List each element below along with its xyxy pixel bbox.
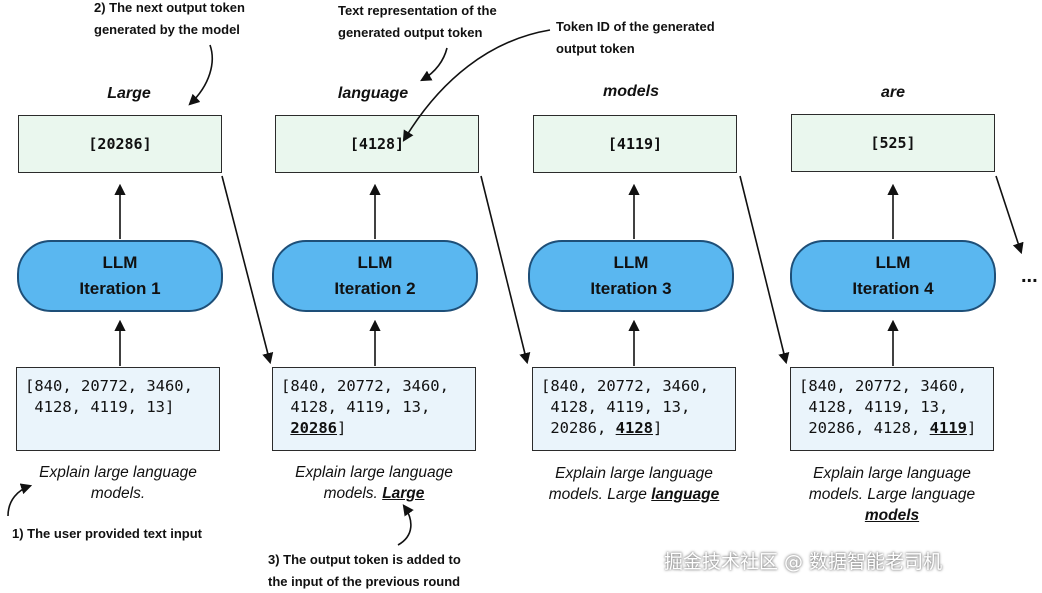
input-text-caption-1: Explain large language models.	[3, 462, 233, 504]
llm-iteration-1: LLM Iteration 1	[17, 240, 223, 312]
llm-label-3: LLM	[613, 253, 649, 272]
output-word-2: language	[337, 85, 409, 102]
watermark: 掘金技术社区 @ 数据智能老司机	[664, 551, 943, 573]
output-token-box-2: [4128]	[275, 115, 479, 173]
input-tokens-box-4: [840, 20772, 3460, 4128, 4119, 13, 20286…	[790, 367, 994, 451]
caption-4-new-word: models	[864, 507, 920, 524]
annotation-next-token: 2) The next output token generated by th…	[94, 0, 245, 41]
arrow-annotation-next-token	[188, 44, 213, 106]
input-tokens-1-line2: 4128, 4119, 13]	[25, 398, 175, 416]
llm-iteration-3: LLM Iteration 3	[528, 240, 734, 312]
input-tokens-4-line2: 4128, 4119, 13,	[799, 398, 949, 416]
input-tokens-2-line1: [840, 20772, 3460,	[281, 377, 449, 395]
input-tokens-4-line3-suffix: ]	[966, 419, 977, 437]
arrow-annotation-token-added	[397, 504, 414, 546]
annotation-token-added: 3) The output token is added to the inpu…	[268, 549, 461, 593]
input-text-caption-4: Explain large language models. Large lan…	[777, 463, 1007, 526]
input-tokens-2-line3-suffix: ]	[337, 419, 347, 437]
input-tokens-3-line3-suffix: ]	[652, 419, 663, 437]
llm-iteration-label-2: Iteration 2	[334, 279, 416, 298]
annotation-token-added-line1: 3) The output token is added to	[268, 552, 461, 567]
output-word-4: are	[880, 84, 906, 101]
input-tokens-2-new-token: 20286	[290, 419, 338, 437]
caption-4-line2: models. Large language	[808, 486, 976, 503]
annotation-next-token-line1: 2) The next output token	[94, 0, 245, 15]
annotation-text-rep-line2: generated output token	[338, 25, 483, 40]
input-tokens-2-line2: 4128, 4119, 13,	[281, 398, 431, 416]
annotation-user-input: 1) The user provided text input	[12, 526, 202, 541]
llm-label-1: LLM	[102, 253, 138, 272]
caption-2-new-word: Large	[382, 485, 425, 502]
caption-3-new-word: language	[651, 486, 720, 503]
arrow-feedback-3	[739, 175, 790, 365]
input-tokens-box-1: [840, 20772, 3460, 4128, 4119, 13]	[16, 367, 220, 451]
input-tokens-4-new-token: 4119	[929, 419, 967, 437]
arrow-annotation-token-id	[402, 29, 551, 142]
annotation-token-id-line2: output token	[556, 41, 635, 56]
annotation-token-added-line2: the input of the previous round	[268, 574, 461, 589]
caption-3-line2-prefix: models. Large	[548, 486, 652, 503]
input-tokens-box-2: [840, 20772, 3460, 4128, 4119, 13, 20286…	[272, 367, 476, 451]
continuation-ellipsis: ...	[1021, 265, 1038, 287]
arrow-annotation-text-rep	[420, 47, 448, 82]
caption-2-line1: Explain large language	[295, 464, 453, 481]
caption-4-line1: Explain large language	[813, 465, 971, 482]
arrow-feedback-2	[480, 175, 531, 365]
llm-iteration-4: LLM Iteration 4	[790, 240, 996, 312]
arrow-annotation-user-input	[7, 483, 33, 517]
annotation-next-token-line2: generated by the model	[94, 22, 240, 37]
arrow-feedback-4	[995, 175, 1024, 255]
input-tokens-4-line1: [840, 20772, 3460,	[799, 377, 967, 395]
caption-2-line2-prefix: models.	[323, 485, 383, 502]
caption-1-line1: Explain large language	[39, 464, 197, 481]
output-token-box-1: [20286]	[18, 115, 222, 173]
arrow-feedback-1	[221, 175, 274, 365]
annotation-text-representation: Text representation of the generated out…	[338, 0, 497, 44]
caption-3-line1: Explain large language	[555, 465, 713, 482]
annotation-text-rep-line1: Text representation of the	[338, 3, 497, 18]
caption-1-line2: models.	[90, 485, 146, 502]
llm-iteration-label-3: Iteration 3	[590, 279, 672, 298]
input-tokens-4-line3-prefix: 20286, 4128,	[799, 419, 930, 437]
llm-iteration-2: LLM Iteration 2	[272, 240, 478, 312]
input-tokens-3-line1: [840, 20772, 3460,	[541, 377, 709, 395]
output-word-1: Large	[107, 85, 151, 102]
input-tokens-1-line1: [840, 20772, 3460,	[25, 377, 193, 395]
input-tokens-3-line3-prefix: 20286,	[541, 419, 616, 437]
llm-label-2: LLM	[357, 253, 393, 272]
llm-iteration-label-4: Iteration 4	[852, 279, 934, 298]
output-token-box-4: [525]	[791, 114, 995, 172]
llm-iteration-label-1: Iteration 1	[79, 279, 161, 298]
input-tokens-box-3: [840, 20772, 3460, 4128, 4119, 13, 20286…	[532, 367, 736, 451]
output-token-box-3: [4119]	[533, 115, 737, 173]
annotation-token-id-line1: Token ID of the generated	[556, 19, 715, 34]
input-text-caption-2: Explain large language models. Large	[259, 462, 489, 504]
input-text-caption-3: Explain large language models. Large lan…	[519, 463, 749, 505]
input-tokens-3-line2: 4128, 4119, 13,	[541, 398, 691, 416]
annotation-token-id: Token ID of the generated output token	[556, 16, 715, 60]
output-word-3: models	[602, 83, 659, 100]
llm-label-4: LLM	[875, 253, 911, 272]
input-tokens-3-new-token: 4128	[615, 419, 653, 437]
